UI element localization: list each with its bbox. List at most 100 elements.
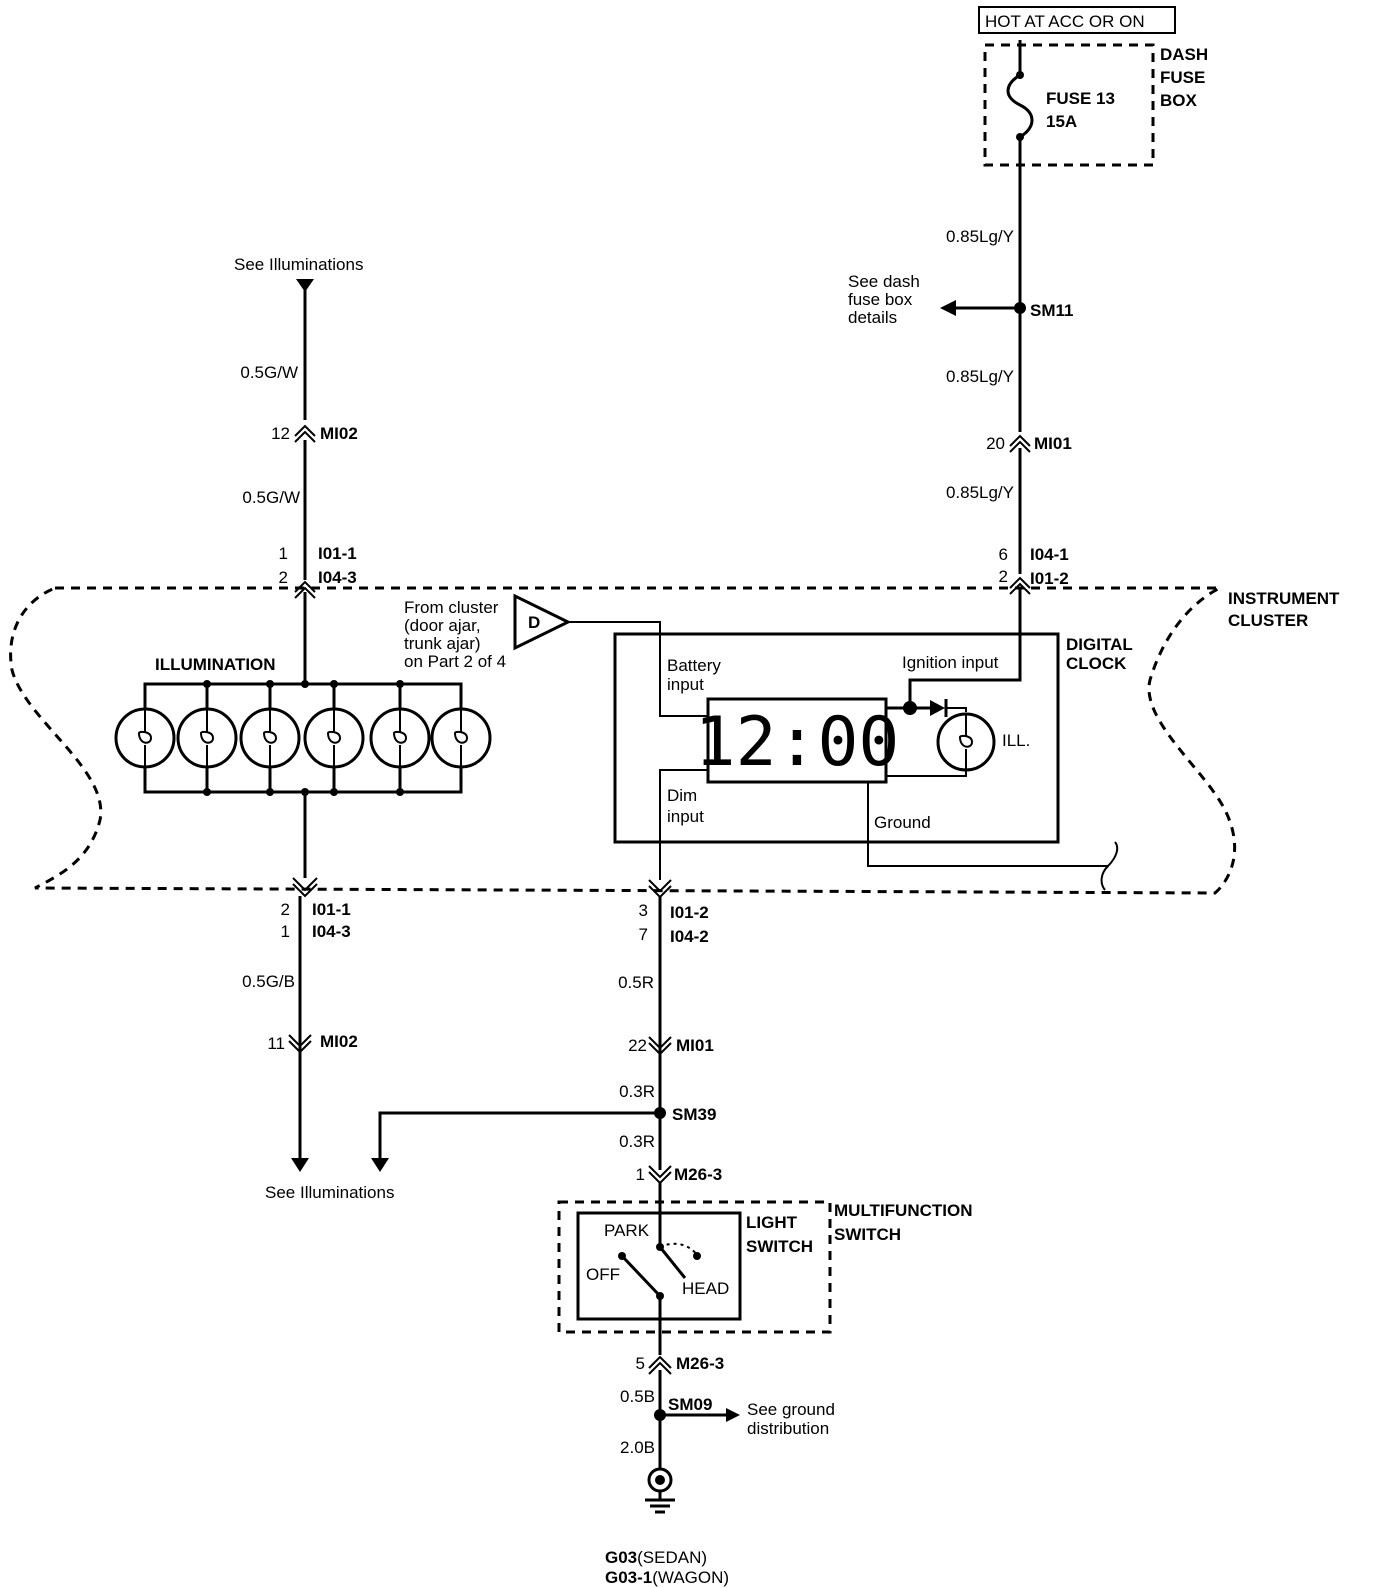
arrow-down-icon <box>371 1158 389 1172</box>
dash-fuse-box-label-2: FUSE <box>1160 68 1205 87</box>
mi01-top: MI01 <box>1034 434 1072 453</box>
connector-i01-1-bottom <box>292 877 318 892</box>
conn-i04-3-bottom: I04-3 <box>312 922 351 941</box>
wire-03r-2: 0.3R <box>619 1132 655 1151</box>
splice-sm11: SM11 <box>1030 301 1073 320</box>
switch-head: HEAD <box>682 1279 729 1298</box>
mi01-top-pin: 20 <box>986 434 1005 453</box>
switch-blade <box>620 1254 662 1298</box>
ignition-input: Ignition input <box>902 653 999 672</box>
light-switch-label-1: LIGHT <box>746 1213 798 1232</box>
battery-input-1: Battery <box>667 656 721 675</box>
dim-input-1: Dim <box>667 786 697 805</box>
wire-05gb: 0.5G/B <box>242 972 295 991</box>
see-illum-bottom: See Illuminations <box>265 1183 394 1202</box>
fuse-name: FUSE 13 <box>1046 89 1115 108</box>
ground-sedan-type: (SEDAN) <box>637 1548 707 1567</box>
clock-display-frame <box>706 697 888 784</box>
splice-sm39: SM39 <box>672 1105 716 1124</box>
mi02-top: MI02 <box>320 424 358 443</box>
hot-label-box <box>978 6 1176 34</box>
conn-i01-2-bottom: I01-2 <box>670 903 709 922</box>
hot-label: HOT AT ACC OR ON <box>985 12 1145 31</box>
ground-wagon-code: G03-1 <box>605 1568 652 1587</box>
ground-sedan: G03(SEDAN) <box>605 1548 707 1567</box>
ground-sedan-code: G03 <box>605 1548 637 1567</box>
arrow-left-icon <box>940 300 956 316</box>
see-dash-2: fuse box <box>848 290 913 309</box>
dash-fuse-box-outline <box>983 43 1155 167</box>
see-dash-3: details <box>848 308 897 327</box>
m26-bottom: M26-3 <box>676 1354 724 1373</box>
arrow-right-icon <box>726 1408 740 1422</box>
wire-03r-1: 0.3R <box>619 1082 655 1101</box>
connector-m26-3-top <box>648 1165 672 1179</box>
mi02-bottom: MI02 <box>320 1032 358 1051</box>
mi01-bottom: MI01 <box>676 1036 714 1055</box>
fuse-symbol <box>1006 73 1034 139</box>
m26-bottom-pin: 5 <box>636 1354 645 1373</box>
digital-clock-box <box>613 632 1060 844</box>
i01-2-pin-bottom: 3 <box>639 901 648 920</box>
wire-05gw-1: 0.5G/W <box>240 363 298 382</box>
m26-top-pin: 1 <box>636 1165 645 1184</box>
arrow-down-icon <box>291 1158 309 1172</box>
arrow-down-icon <box>296 279 314 292</box>
diode-icon <box>930 700 945 716</box>
i04-3-pin-top: 2 <box>279 568 288 587</box>
connector-d-triangle <box>513 593 572 651</box>
mi01-bottom-pin: 22 <box>628 1036 647 1055</box>
from-cluster-4: on Part 2 of 4 <box>404 652 506 671</box>
splice-sm09: SM09 <box>668 1395 712 1414</box>
connector-mi02-top <box>294 424 316 437</box>
battery-input-2: input <box>667 675 704 694</box>
wire-085lgy-2: 0.85Lg/Y <box>946 367 1014 386</box>
i04-1-pin: 6 <box>999 545 1008 564</box>
clock-ill: ILL. <box>1002 731 1030 750</box>
m26-top: M26-3 <box>674 1165 722 1184</box>
ground-label: Ground <box>874 813 931 832</box>
connector-m26-3-bottom <box>648 1355 672 1369</box>
i01-1-pin-bottom: 2 <box>281 900 290 919</box>
wire-05r: 0.5R <box>618 973 654 992</box>
digital-clock-label-2: CLOCK <box>1066 654 1127 673</box>
multifunction-switch-outline <box>557 1200 832 1334</box>
connector-d: D <box>528 613 540 632</box>
switch-park: PARK <box>604 1221 650 1240</box>
conn-i04-3-top: I04-3 <box>318 568 357 587</box>
dim-input-2: input <box>667 807 704 826</box>
switch-head-contact <box>693 1252 701 1260</box>
wire-085lgy-3: 0.85Lg/Y <box>946 483 1014 502</box>
conn-i01-1-top: I01-1 <box>318 544 357 563</box>
ground-icon <box>645 1467 675 1514</box>
connector-i01-2-top <box>1009 576 1031 589</box>
fuse-rating: 15A <box>1046 112 1077 131</box>
see-illum-top: See Illuminations <box>234 255 363 274</box>
wire-05b: 0.5B <box>620 1387 655 1406</box>
light-switch-label-2: SWITCH <box>746 1237 813 1256</box>
connector-i01-2-bottom <box>648 879 672 893</box>
i01-1-pin-top: 1 <box>279 544 288 563</box>
conn-i04-2-bottom: I04-2 <box>670 927 709 946</box>
see-ground-1: See ground <box>747 1400 835 1419</box>
i04-2-pin-bottom: 7 <box>639 925 648 944</box>
ground-wagon-type: (WAGON) <box>652 1568 729 1587</box>
digital-clock-label-1: DIGITAL <box>1066 635 1133 654</box>
mi02-bottom-pin: 11 <box>267 1034 285 1053</box>
from-cluster-2: (door ajar, <box>404 616 481 635</box>
instrument-cluster-label-1: INSTRUMENT <box>1228 589 1340 608</box>
i01-2-pin: 2 <box>999 567 1008 586</box>
instrument-cluster-outline <box>9 586 1236 895</box>
wire-05gw-2: 0.5G/W <box>242 488 300 507</box>
illumination-bulbs <box>114 680 492 796</box>
conn-i04-1: I04-1 <box>1030 545 1069 564</box>
wire-20b: 2.0B <box>620 1438 655 1457</box>
see-dash-1: See dash <box>848 272 920 291</box>
connector-mi01-top <box>1009 434 1031 447</box>
conn-i01-1-bottom: I01-1 <box>312 900 351 919</box>
dash-fuse-box-label-3: BOX <box>1160 91 1198 110</box>
i04-3-pin-bottom: 1 <box>281 922 290 941</box>
see-ground-2: distribution <box>747 1419 829 1438</box>
illumination-label: ILLUMINATION <box>155 655 276 674</box>
